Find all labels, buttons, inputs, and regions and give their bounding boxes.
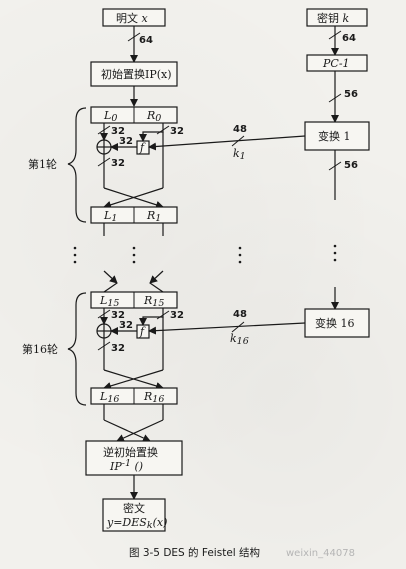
bits-48-label: 48 [233,124,247,135]
bits-32-f-label-r16: 32 [119,320,133,331]
svg-text:L1: L1 [103,209,117,224]
svg-text:y=DESk(x): y=DESk(x) [106,516,167,531]
svg-text:初始置换IP(x): 初始置换IP(x) [101,67,172,81]
initial-permutation-box: 初始置换IP(x) [90,61,178,87]
ellipsis-key [333,244,337,262]
bits-32-r-label-r16: 32 [170,310,184,321]
svg-text:R16: R16 [143,390,164,405]
round16-label: 第16轮 [22,342,58,356]
plaintext-box: 明文 x [102,8,166,27]
svg-text:IP-1 (): IP-1 () [109,458,143,473]
ciphertext-box: 密文 y=DESk(x) [102,498,167,532]
svg-text:f: f [139,325,146,338]
svg-text:明文 x: 明文 x [116,11,149,25]
cross-into-R15-b [149,282,164,293]
L1-R1-box: L1 R1 [90,206,178,224]
svg-text:L16: L16 [99,390,119,405]
L15-R15-box: L15 R15 [90,291,178,309]
svg-text:R15: R15 [143,294,164,309]
pc1-box: PC-1 [306,54,368,72]
bus-slash [97,157,111,167]
svg-text:变换 1: 变换 1 [318,129,351,143]
cross-L16-fp [103,419,151,442]
bits-32-r-label: 32 [170,126,184,137]
round1-brace [67,107,87,223]
svg-text:L0: L0 [103,109,117,124]
cross-to-L1 [103,187,164,209]
bits-32-xor-label: 32 [111,158,125,169]
svg-text:密文: 密文 [123,501,145,515]
round16-brace [67,292,87,406]
svg-text:PC-1: PC-1 [322,57,350,70]
svg-text:变换 16: 变换 16 [315,316,355,330]
bus-slash [231,321,245,333]
bits-48-label-r16: 48 [233,309,247,320]
bits-32-xor-label-r16: 32 [111,343,125,354]
svg-text:f: f [139,141,146,154]
bits-32-label-r16: 32 [111,310,125,321]
svg-text:R0: R0 [146,109,161,124]
bus-slash [328,93,342,103]
bits-56-label: 56 [344,89,358,100]
cross-into-L15 [103,270,118,284]
svg-text:L15: L15 [99,294,119,309]
cross-to-L16 [103,369,164,390]
arrow-subkey1-f [148,135,306,151]
bus-slash [97,125,111,135]
bus-slash [127,32,141,42]
f-function-round16: f [136,324,150,339]
cross-into-L15-b [103,282,118,293]
svg-text:R1: R1 [146,209,161,224]
xor-symbol-round1 [96,139,112,155]
key-box: 密钥 k [306,8,368,27]
f-function-round1: f [136,140,150,155]
watermark: weixin_44078 [286,548,355,559]
final-permutation-box: 逆初始置换 IP-1 () [85,440,183,476]
L0-R0-box: L0 R0 [90,106,178,124]
bus-slash [97,341,111,351]
arrow-R0-f [139,123,164,142]
svg-text:k1: k1 [233,147,246,162]
arrow-subkey16-f [148,322,306,335]
bits-64-label: 64 [139,35,153,46]
transform-1-box: 变换 1 [304,121,370,151]
bus-slash [328,30,342,40]
bus-slash [156,125,170,135]
L16-R16-box: L16 R16 [90,387,178,405]
bus-slash [231,135,245,147]
transform-16-box: 变换 16 [304,308,370,338]
ellipsis-rounds [73,246,242,264]
bits-32-label: 32 [111,126,125,137]
bus-slash [97,309,111,319]
cross-R16-fp [116,419,164,442]
svg-text:k16: k16 [230,332,249,347]
figure-caption: 图 3-5 DES 的 Feistel 结构 [129,546,260,559]
xor-symbol-round16 [96,323,112,339]
bits-32-f-label: 32 [119,136,133,147]
svg-text:逆初始置换: 逆初始置换 [103,445,158,459]
arrow-R15-f [139,308,164,326]
bits-56-second-label: 56 [344,160,358,171]
round1-label: 第1轮 [28,157,57,171]
svg-text:密钥 k: 密钥 k [317,11,350,25]
bits-64-key-label: 64 [342,33,356,44]
cross-into-R15 [149,270,164,284]
bus-slash [156,310,170,320]
bus-slash [328,161,342,171]
